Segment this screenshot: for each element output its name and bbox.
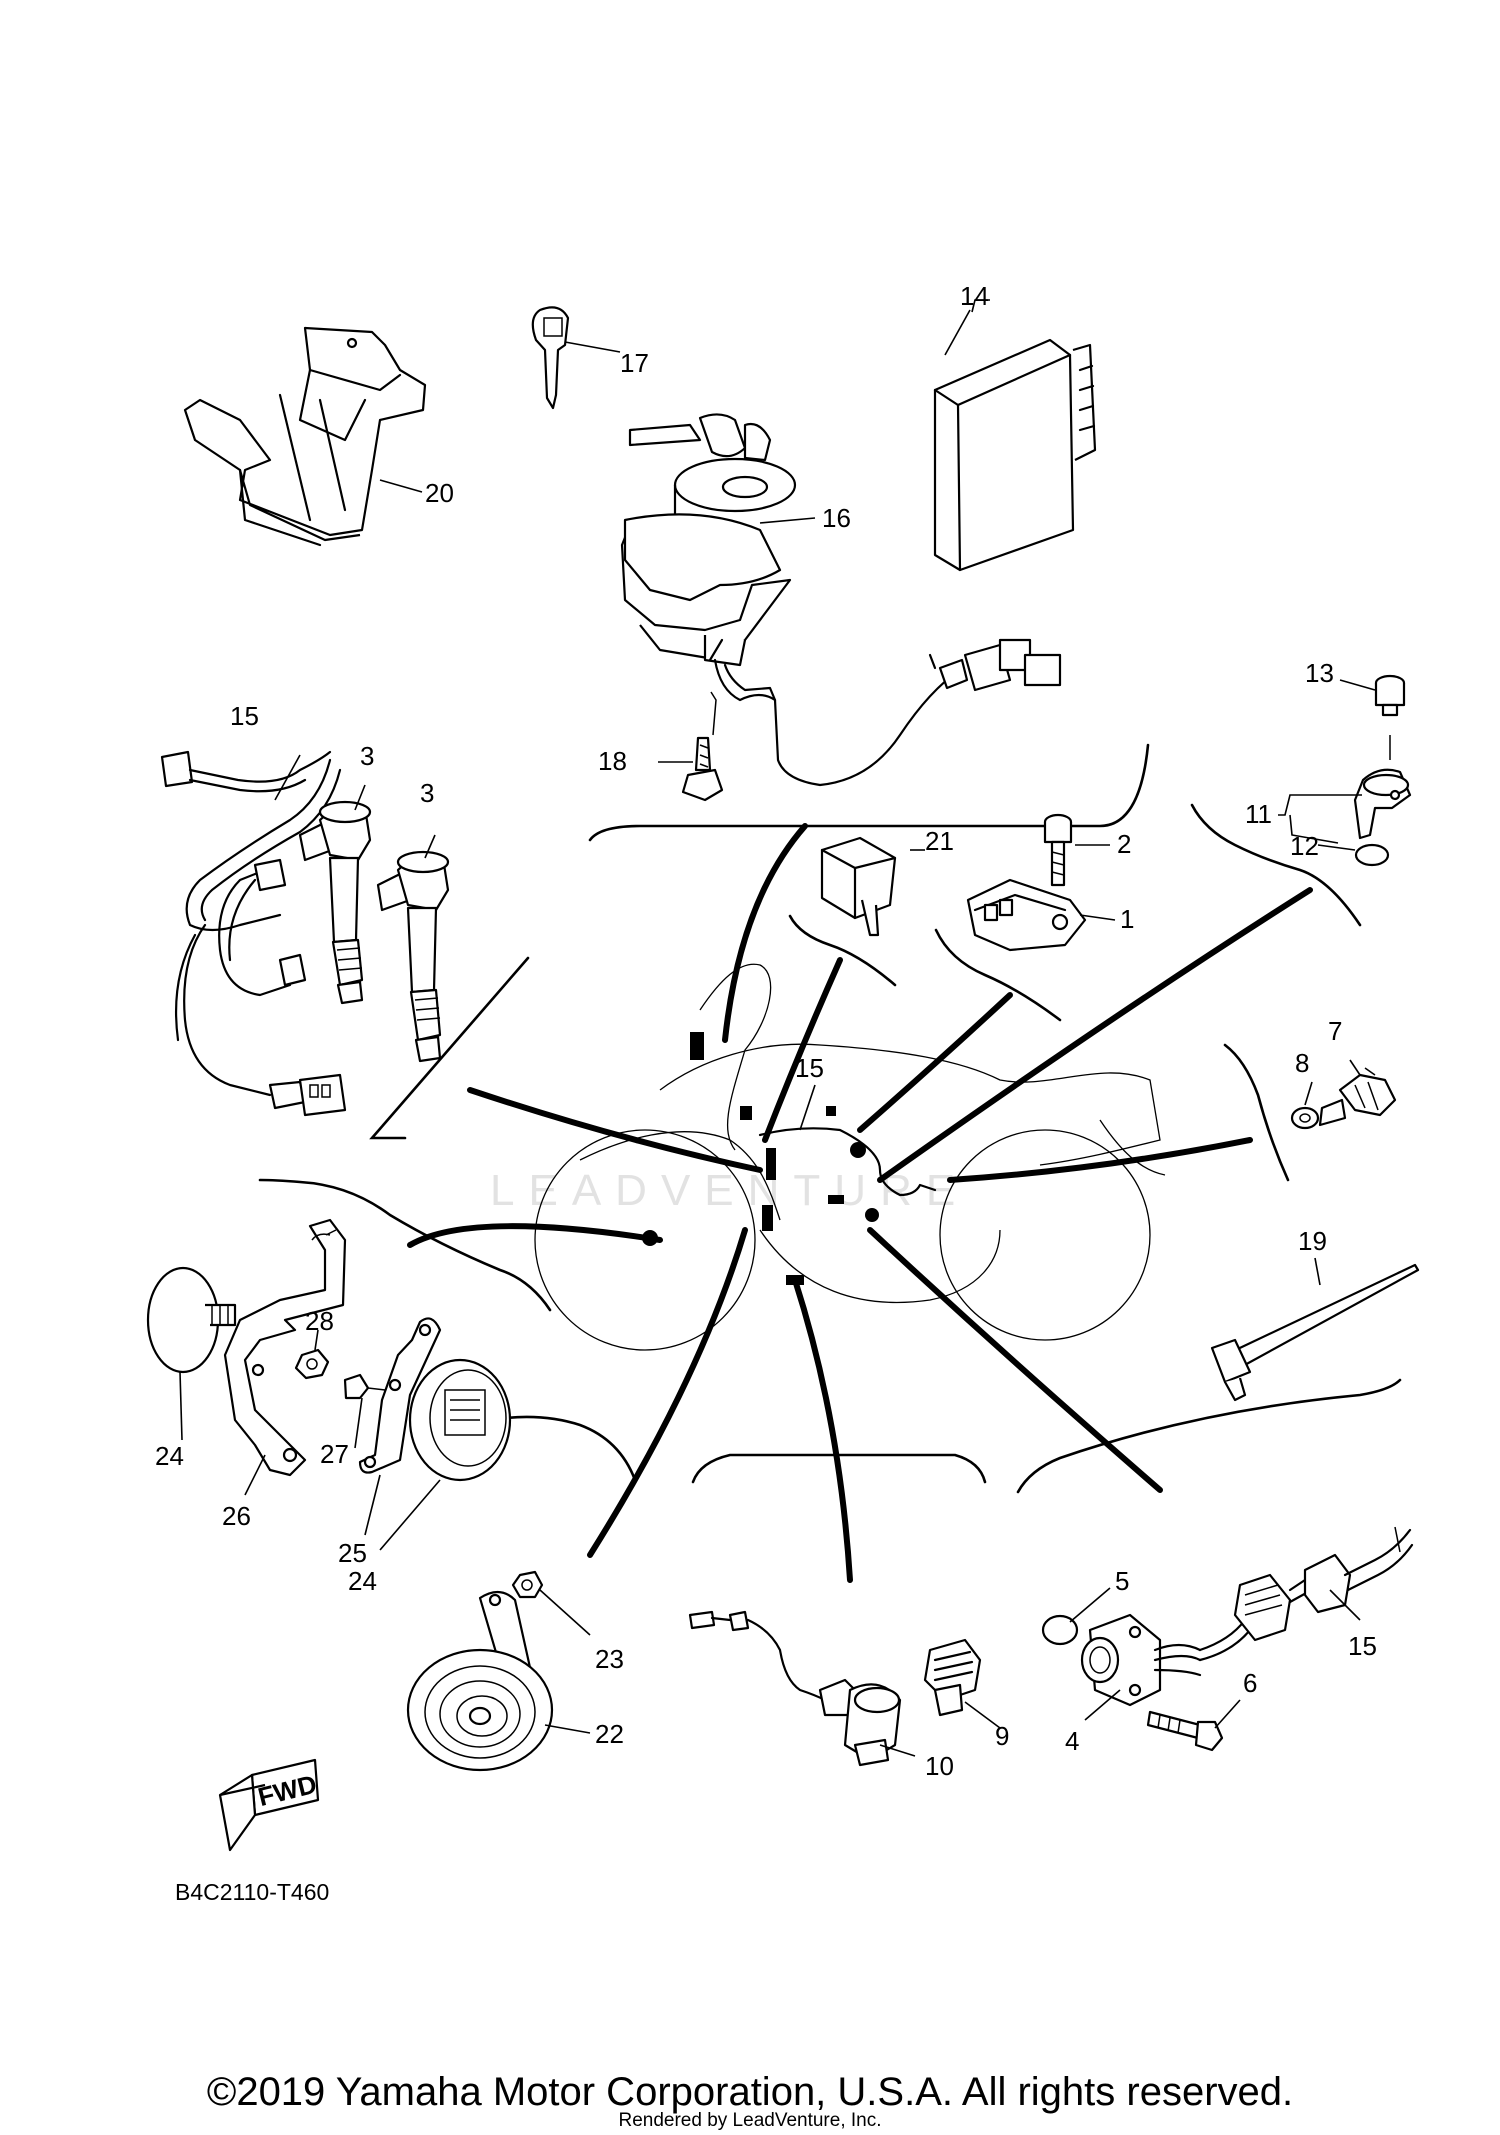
part-3-ignition-coil-b — [376, 850, 450, 1063]
callout-13: 13 — [1305, 658, 1334, 688]
fwd-arrow-icon: FWD — [218, 1758, 320, 1852]
motorcycle-outline — [534, 963, 1166, 1351]
watermark-text: LEADVENTURE — [490, 1166, 969, 1215]
part-2-screw — [1043, 813, 1073, 887]
connector-lines — [407, 823, 1313, 1583]
part-21-relay — [820, 836, 897, 937]
callout-21: 21 — [925, 826, 954, 856]
rendered-by-notice: Rendered by LeadVenture, Inc. — [618, 2110, 882, 2131]
callout-15-center: 15 — [795, 1053, 824, 1083]
callout-4: 4 — [1065, 1726, 1079, 1756]
callout-20: 20 — [425, 478, 454, 508]
part-3-ignition-coil-a — [298, 800, 372, 1005]
part-16-ignition-switch — [620, 413, 1062, 787]
part-18-screw — [681, 691, 724, 802]
part-9-switch — [923, 1638, 982, 1717]
copyright-notice: ©2019 Yamaha Motor Corporation, U.S.A. A… — [206, 2070, 1294, 2114]
part-6-bolt — [1146, 1710, 1224, 1752]
part-24-cover-right — [408, 1358, 512, 1482]
callout-18: 18 — [598, 746, 627, 776]
callout-3-a: 3 — [360, 741, 374, 771]
callout-1: 1 — [1120, 904, 1134, 934]
callout-6: 6 — [1243, 1668, 1257, 1698]
callout-8: 8 — [1295, 1048, 1309, 1078]
part-28-nut — [294, 1348, 330, 1380]
part-26-bracket — [223, 1218, 347, 1477]
part-14-ecu — [933, 338, 1097, 572]
callout-26: 26 — [222, 1501, 251, 1531]
drawing-code: B4C2110-T460 — [175, 1879, 329, 1905]
part-19-cable-tie — [1210, 1263, 1420, 1402]
part-27-bolt — [343, 1373, 386, 1400]
part-20-bracket — [183, 326, 427, 547]
leader-lines — [179, 299, 1376, 1757]
callout-15-left: 15 — [230, 701, 259, 731]
callout-9: 9 — [995, 1721, 1009, 1751]
part-24-cover-left — [146, 1266, 237, 1374]
part-23-nut — [511, 1570, 544, 1599]
callout-27: 27 — [320, 1439, 349, 1469]
callout-28: 28 — [305, 1306, 334, 1336]
callout-7: 7 — [1328, 1016, 1342, 1046]
callout-11: 11 — [1245, 799, 1272, 829]
part-12-o-ring — [1354, 843, 1390, 867]
callout-5: 5 — [1115, 1566, 1129, 1596]
part-22-horn — [406, 1590, 554, 1772]
callout-23: 23 — [595, 1644, 624, 1674]
callout-25: 25 — [338, 1538, 367, 1568]
part-10-sensor — [688, 1610, 902, 1767]
part-1-sensor — [966, 878, 1087, 952]
group-frames — [258, 743, 1402, 1494]
callout-19: 19 — [1298, 1226, 1327, 1256]
part-15-harness-right — [1233, 1526, 1414, 1642]
part-5-o-ring — [1041, 1614, 1079, 1646]
part-13-bolt — [1374, 674, 1406, 760]
callout-10: 10 — [925, 1751, 954, 1781]
callouts: 14 17 20 16 18 13 11 12 2 1 21 15 3 3 8 … — [155, 281, 1377, 1781]
callout-22: 22 — [595, 1719, 624, 1749]
callout-17: 17 — [620, 348, 649, 378]
part-25-bracket — [358, 1317, 442, 1474]
callout-12: 12 — [1290, 831, 1319, 861]
part-15-harness-left — [160, 750, 347, 1117]
callout-14: 14 — [960, 281, 989, 311]
callout-15-right: 15 — [1348, 1631, 1377, 1661]
callout-24-right: 24 — [348, 1566, 377, 1596]
part-17-key — [531, 306, 570, 410]
part-11-sensor — [1353, 768, 1412, 840]
location-marks — [642, 1032, 937, 1285]
callout-24-left: 24 — [155, 1441, 184, 1471]
callout-16: 16 — [822, 503, 851, 533]
part-7-sensor — [1318, 1067, 1397, 1127]
part-8-washer — [1290, 1106, 1320, 1130]
callout-2: 2 — [1117, 829, 1131, 859]
callout-3-b: 3 — [420, 778, 434, 808]
